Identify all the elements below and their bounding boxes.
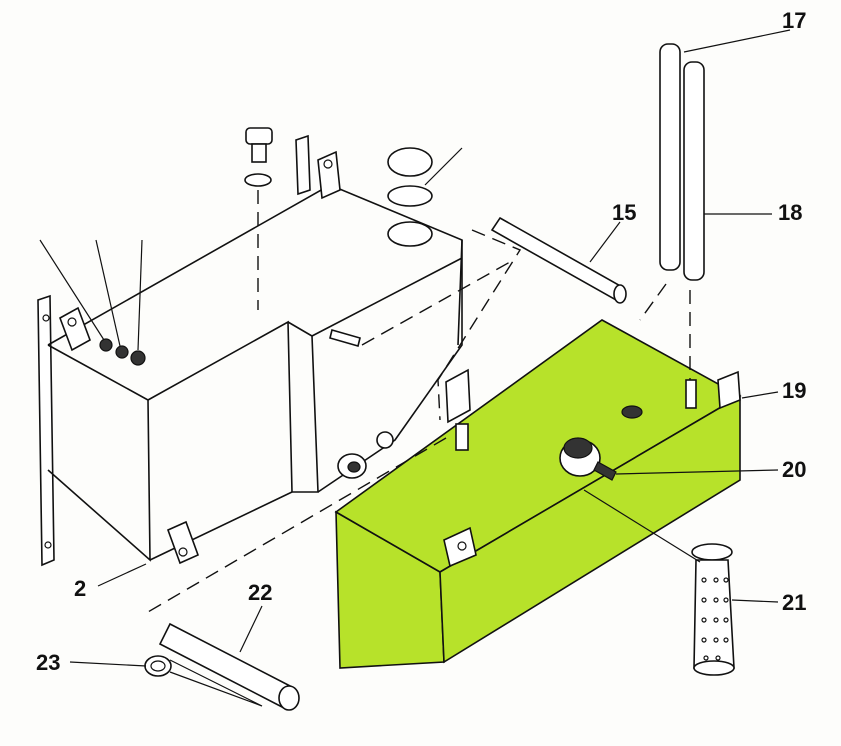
- side-port-opening: [347, 461, 361, 473]
- sender-gasket: [387, 185, 433, 207]
- leader-lines: [69, 29, 791, 707]
- callout-20: 20: [782, 457, 806, 482]
- filler-washer: [244, 173, 272, 187]
- front-post-right: [685, 379, 697, 409]
- callout-23: 23: [36, 650, 60, 675]
- rear-tank-bottom-edge: [149, 491, 293, 561]
- leader-20b: [583, 489, 701, 563]
- drain-valve-spout: [593, 461, 617, 481]
- hose-22: [158, 622, 296, 710]
- rear-upper-bracket: [317, 150, 341, 200]
- left-mounting-strap: [37, 294, 55, 567]
- strainer-rim: [691, 543, 733, 561]
- leader-21: [731, 599, 779, 603]
- strainer-holes: [701, 577, 729, 661]
- assembly-lines: [147, 229, 667, 613]
- side-port-small: [376, 431, 394, 449]
- bracket-hole: [323, 159, 333, 169]
- callout-2: 2: [74, 576, 86, 601]
- foot-bracket-hole-front: [457, 541, 467, 551]
- sender-top: [387, 147, 433, 177]
- front-tank-filler: [621, 405, 643, 419]
- callout-17: 17: [782, 8, 806, 33]
- leader-20: [615, 469, 779, 475]
- leader-sender: [424, 147, 463, 186]
- nut-1: [99, 338, 113, 352]
- dash-pipe: [437, 229, 522, 421]
- callout-18: 18: [778, 200, 802, 225]
- nut-3: [130, 350, 146, 366]
- hose-assembly: [144, 622, 300, 711]
- vent-tubes: [659, 43, 705, 380]
- callout-15: 15: [612, 200, 636, 225]
- filler-cap: [245, 127, 273, 145]
- rear-tank-step: [287, 321, 319, 493]
- rear-tank-front-top: [147, 320, 293, 493]
- nut-2: [115, 345, 129, 359]
- dash-pin: [361, 261, 511, 346]
- dash-hose: [147, 437, 447, 613]
- pipe-15-body: [490, 216, 626, 302]
- strap-hole-bottom: [44, 541, 52, 549]
- rear-tank-upper-ridge: [311, 257, 463, 337]
- pipe-15: [490, 216, 627, 304]
- dash-tube: [639, 283, 667, 321]
- rear-tank-assembly: [37, 127, 463, 567]
- callout-19: 19: [782, 378, 806, 403]
- hose-22-end: [278, 685, 300, 711]
- callout-labels: 17 18 15 19 20 21 22 23 2: [36, 8, 806, 675]
- rear-left-bracket: [59, 306, 91, 352]
- front-tank-rear-bracket: [445, 368, 471, 424]
- leader-nut-2: [95, 239, 121, 347]
- tube-18: [683, 61, 705, 281]
- strainer-body: [693, 559, 735, 669]
- hose-clamp-23: [144, 655, 172, 677]
- rear-tank-left-face: [47, 344, 151, 562]
- drain-valve-knob: [563, 437, 593, 459]
- leader-22: [239, 605, 263, 653]
- strap-hole-top: [42, 314, 50, 322]
- leader-nut-3: [137, 239, 143, 351]
- left-bracket-hole: [67, 317, 77, 327]
- callout-21: 21: [782, 590, 806, 615]
- filler-cap-thread: [251, 143, 267, 163]
- leader-23: [69, 661, 147, 667]
- leader-15: [589, 221, 621, 263]
- front-tank-right-bracket: [717, 370, 741, 410]
- hose-clamp-inner: [150, 660, 166, 672]
- callout-22: 22: [248, 580, 272, 605]
- pipe-15-end: [613, 284, 627, 304]
- top-pin: [329, 329, 361, 347]
- leader-22b: [169, 659, 263, 707]
- rear-upper-tab: [295, 134, 311, 196]
- strainer-bottom: [693, 660, 735, 676]
- tube-17: [659, 43, 681, 271]
- sender-flange: [387, 221, 433, 247]
- rear-foot-bracket: [166, 520, 200, 565]
- front-tank-foot-bracket: [443, 526, 477, 568]
- leader-2: [97, 563, 147, 587]
- front-tank-highlighted: [334, 319, 742, 669]
- leader-nut-1: [39, 239, 105, 341]
- foot-bracket-hole: [178, 547, 188, 557]
- leader-17: [683, 29, 791, 53]
- front-post-left: [455, 423, 469, 451]
- front-tank-right-face: [439, 394, 741, 664]
- rear-tank-top-edge: [47, 184, 463, 346]
- leader-19: [741, 391, 779, 399]
- strainer-21: [691, 543, 735, 676]
